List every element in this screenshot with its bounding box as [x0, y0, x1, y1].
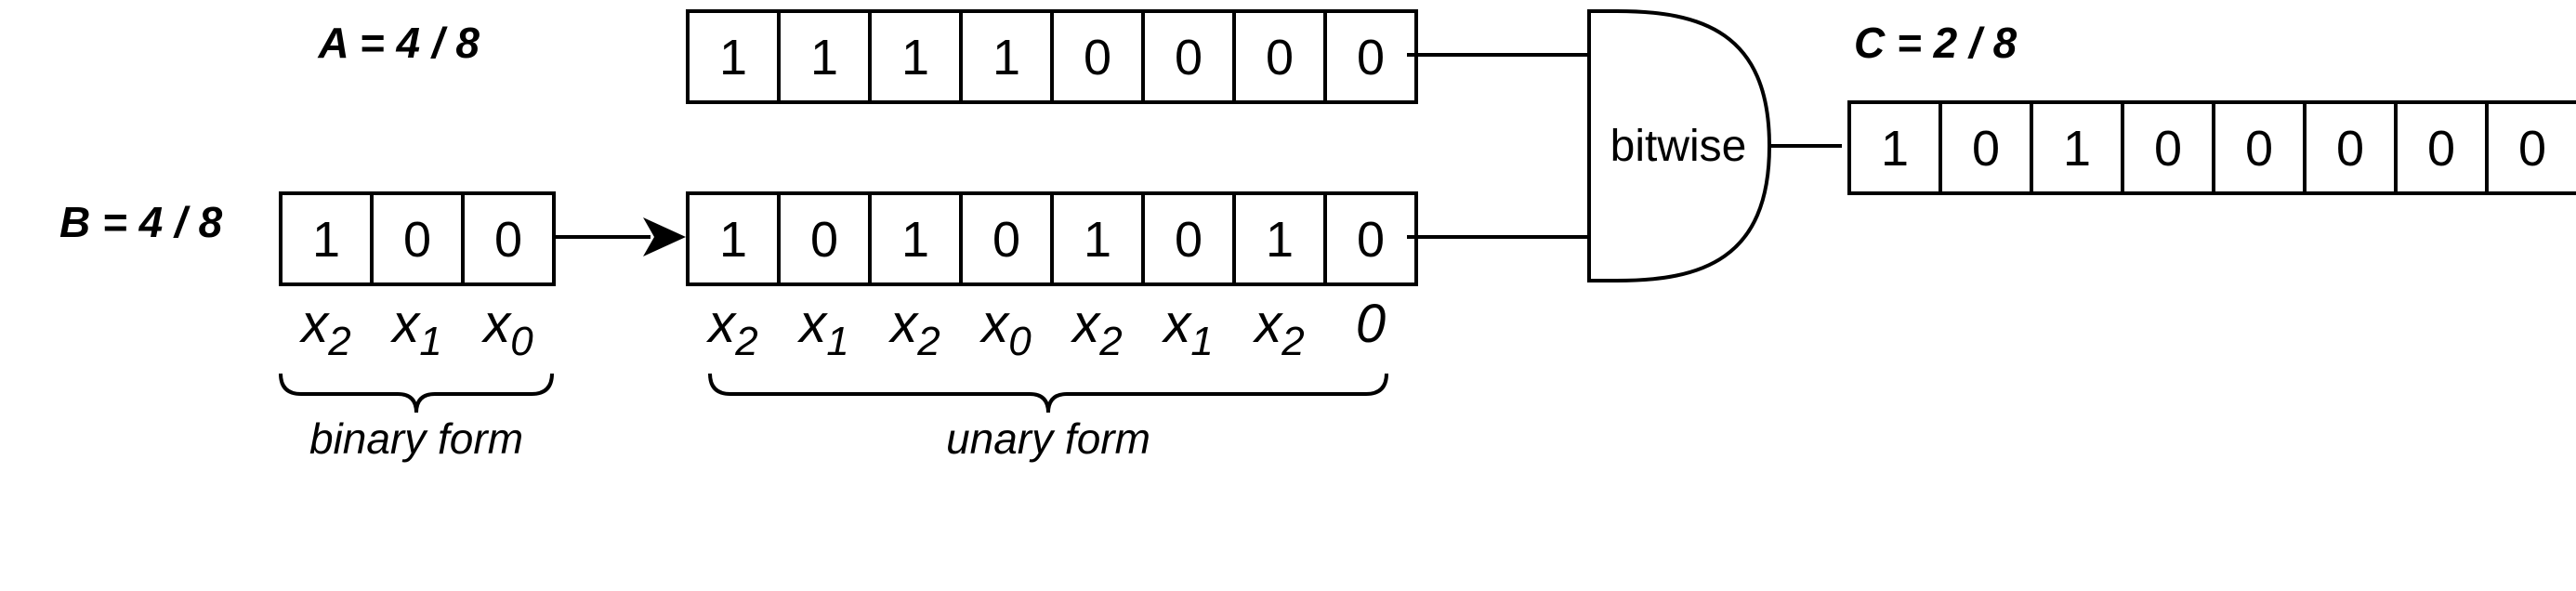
bit-cell	[1050, 9, 1145, 104]
gate-label: bitwise	[1610, 122, 1747, 171]
brace-binary	[279, 373, 554, 414]
index-subscript: 0	[1008, 319, 1032, 364]
bit-cell	[2030, 100, 2124, 195]
bit-value: 1	[719, 30, 747, 85]
bit-value: 0	[1175, 212, 1203, 268]
bit-value: 0	[1175, 30, 1203, 85]
index-label: x0	[979, 294, 1032, 364]
bit-value: 0	[2336, 121, 2364, 177]
bit-cell	[2303, 100, 2398, 195]
index-label: x1	[796, 294, 848, 364]
index-label: x1	[389, 294, 441, 364]
and-gate-shape	[1587, 9, 1772, 282]
bit-value: 0	[1084, 30, 1111, 85]
bit-cell	[279, 191, 374, 286]
index-base: x	[887, 294, 919, 354]
bit-value: 0	[2427, 121, 2455, 177]
bit-value: 0	[1972, 121, 2000, 177]
bit-value: 1	[1266, 212, 1294, 268]
bit-cell	[1847, 100, 1942, 195]
index-label: x2	[705, 294, 757, 364]
brace-label-unary: unary form	[946, 414, 1150, 463]
bit-value: 1	[719, 212, 747, 268]
index-label: x2	[298, 294, 350, 364]
index-subscript: 2	[1098, 319, 1122, 364]
index-label: 0	[1356, 294, 1386, 354]
index-base: x	[480, 294, 512, 354]
bit-value: 0	[2518, 121, 2546, 177]
index-label: x0	[480, 294, 533, 364]
bit-cell	[1323, 9, 1418, 104]
bit-cell	[777, 9, 872, 104]
register-b-unary: 1 0 1 0 1 0 1 0	[686, 191, 1418, 286]
bit-cell	[686, 9, 781, 104]
bit-value: 1	[2063, 121, 2091, 177]
brace-label-binary: binary form	[309, 414, 523, 463]
bit-value: 0	[992, 212, 1020, 268]
bit-value: 0	[2245, 121, 2273, 177]
bit-cell	[868, 9, 963, 104]
bit-value: 1	[901, 212, 929, 268]
index-base: x	[796, 294, 828, 354]
register-c: 1 0 1 0 0 0 0 0	[1847, 100, 2576, 195]
bit-cell	[370, 191, 465, 286]
label-c: C = 2 / 8	[1854, 19, 2017, 67]
index-subscript: 2	[327, 319, 350, 364]
index-base: x	[705, 294, 737, 354]
index-base: x	[389, 294, 421, 354]
bit-cell	[1141, 9, 1236, 104]
bit-value: 1	[901, 30, 929, 85]
index-base: x	[1070, 294, 1101, 354]
bit-value: 1	[1881, 121, 1909, 177]
bit-cell	[868, 191, 963, 286]
index-label: x1	[1161, 294, 1213, 364]
index-subscript: 2	[734, 319, 757, 364]
index-subscript: 1	[1190, 319, 1213, 364]
bit-cell	[2485, 100, 2576, 195]
bit-value: 0	[810, 212, 838, 268]
bit-cell	[777, 191, 872, 286]
bit-value: 1	[810, 30, 838, 85]
register-a: 1 1 1 1 0 0 0 0	[686, 9, 1418, 104]
index-subscript: 1	[419, 319, 441, 364]
index-base: x	[979, 294, 1010, 354]
bit-value: 1	[312, 212, 340, 268]
bit-value: 1	[992, 30, 1020, 85]
bit-value: 0	[403, 212, 431, 268]
bit-cell	[1232, 9, 1327, 104]
bit-cell	[686, 191, 781, 286]
register-b-binary: 1 0 0	[279, 191, 556, 286]
bit-value: 0	[1357, 30, 1385, 85]
index-base: x	[1252, 294, 1283, 354]
bit-value: 0	[2154, 121, 2182, 177]
bit-cell	[1939, 100, 2033, 195]
index-label: x2	[1070, 294, 1122, 364]
bit-value: 0	[1266, 30, 1294, 85]
index-subscript: 1	[826, 319, 848, 364]
label-b: B = 4 / 8	[59, 198, 223, 246]
index-label: x2	[887, 294, 940, 364]
label-a: A = 4 / 8	[318, 19, 480, 67]
bit-cell	[1141, 191, 1236, 286]
index-subscript: 2	[1281, 319, 1304, 364]
index-base: x	[1161, 294, 1192, 354]
bit-value: 1	[1084, 212, 1111, 268]
bit-value: 0	[1357, 212, 1385, 268]
bit-cell	[1050, 191, 1145, 286]
index-base: x	[298, 294, 330, 354]
index-label: x2	[1252, 294, 1304, 364]
brace-unary	[708, 373, 1388, 414]
bit-cell	[1323, 191, 1418, 286]
bit-cell	[2121, 100, 2215, 195]
index-base: 0	[1356, 294, 1386, 354]
conversion-arrow-head	[643, 217, 686, 256]
index-subscript: 0	[510, 319, 533, 364]
bit-value: 0	[494, 212, 522, 268]
index-subscript: 2	[916, 319, 940, 364]
